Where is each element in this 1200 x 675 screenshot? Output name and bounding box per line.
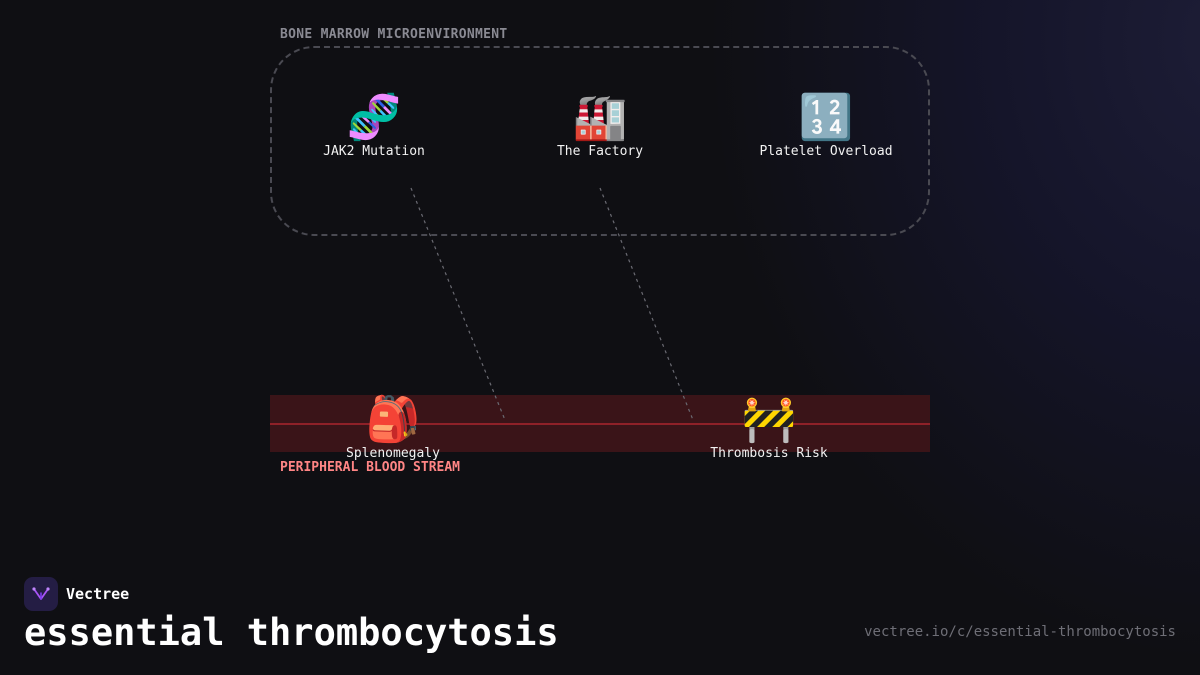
marrow-region-box <box>270 46 930 236</box>
marrow-region-label: BONE MARROW MICROENVIRONMENT <box>280 27 508 42</box>
brand[interactable]: Vectree <box>24 577 129 611</box>
vectree-logo-icon <box>24 577 58 611</box>
connector-jak2-to-splenomegaly <box>410 187 506 421</box>
node-label: Splenomegaly <box>346 446 440 461</box>
connector-factory-to-thrombosis <box>599 187 694 421</box>
dna-icon: 🧬 <box>346 92 402 143</box>
source-url[interactable]: vectree.io/c/essential-thrombocytosis <box>864 624 1176 640</box>
node-label: Thrombosis Risk <box>710 446 828 461</box>
node-label: Platelet Overload <box>759 144 893 159</box>
node-label: The Factory <box>556 144 644 159</box>
node-splenomegaly[interactable]: 🎒 Splenomegaly <box>333 394 453 462</box>
node-jak2-mutation[interactable]: 🧬 JAK2 Mutation <box>323 92 425 160</box>
node-platelet-overload[interactable]: 🔢 Platelet Overload <box>756 92 896 160</box>
stream-region-label: PERIPHERAL BLOOD STREAM <box>280 460 461 475</box>
node-label: JAK2 Mutation <box>323 144 425 159</box>
node-the-factory[interactable]: 🏭 The Factory <box>550 92 650 160</box>
page-title: essential thrombocytosis <box>24 611 559 654</box>
factory-icon: 🏭 <box>572 92 628 143</box>
construction-barrier-icon: 🚧 <box>741 394 797 445</box>
blood-stream-line <box>270 423 930 425</box>
backpack-icon: 🎒 <box>365 394 421 445</box>
numbers-icon: 🔢 <box>798 92 854 143</box>
node-thrombosis-risk[interactable]: 🚧 Thrombosis Risk <box>704 394 834 462</box>
brand-name: Vectree <box>66 585 130 603</box>
